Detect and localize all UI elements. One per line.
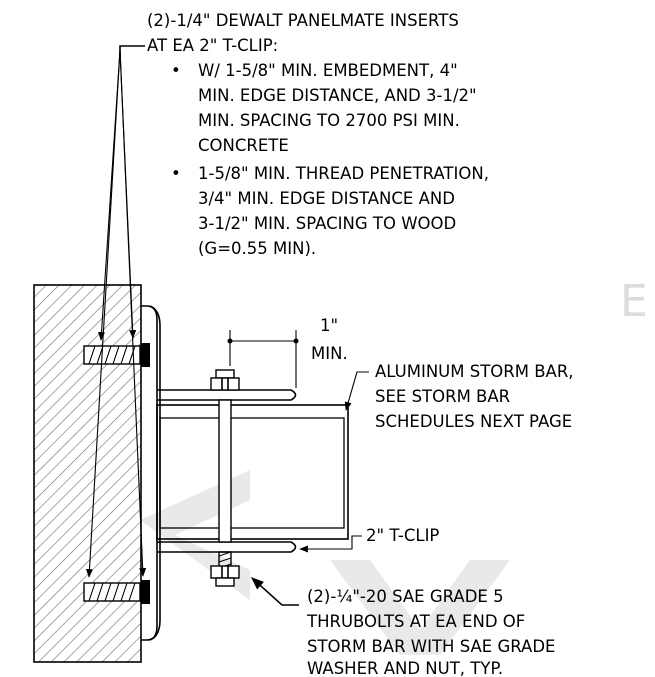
- watermark-letter: E: [620, 276, 648, 327]
- thrubolt-label-line4: WASHER AND NUT, TYP.: [307, 659, 503, 677]
- bullet2-line3: 3-1/2" MIN. SPACING TO WOOD: [198, 214, 456, 233]
- dimension-value: 1": [320, 316, 338, 335]
- thrubolt-label-line1: (2)-¼"-20 SAE GRADE 5: [307, 587, 504, 606]
- bullet1-line3: MIN. SPACING TO 2700 PSI MIN.: [198, 111, 460, 130]
- thrubolt-label-line2: THRUBOLTS AT EA END OF: [306, 612, 525, 631]
- dimension-unit: MIN.: [311, 344, 348, 363]
- storm-bar-label-line1: ALUMINUM STORM BAR,: [375, 362, 574, 381]
- storm-bar-section: [156, 404, 349, 540]
- bullet2-line2: 3/4" MIN. EDGE DISTANCE AND: [198, 189, 455, 208]
- bullet1-line1: W/ 1-5/8" MIN. EMBEDMENT, 4": [198, 61, 458, 80]
- t-clip: [141, 305, 297, 641]
- bullet2-line4: (G=0.55 MIN).: [198, 239, 316, 258]
- lower-insert: [83, 582, 141, 602]
- storm-bar-label-line2: SEE STORM BAR: [375, 387, 510, 406]
- storm-bar-label-line3: SCHEDULES NEXT PAGE: [375, 412, 572, 431]
- bullet1-line4: CONCRETE: [198, 136, 289, 155]
- bullet1-line2: MIN. EDGE DISTANCE, AND 3-1/2": [198, 86, 477, 105]
- lower-screw-head: [141, 580, 150, 604]
- upper-insert: [83, 345, 141, 365]
- thrubolt-callout: (2)-¼"-20 SAE GRADE 5 THRUBOLTS AT EA EN…: [251, 577, 555, 677]
- insert-leaders: [85, 45, 147, 578]
- wall-section: [33, 284, 142, 663]
- thrubolt: [210, 369, 240, 587]
- insert-notes: (2)-1/4" DEWALT PANELMATE INSERTS AT EA …: [147, 11, 489, 258]
- notes-heading-line1: (2)-1/4" DEWALT PANELMATE INSERTS: [147, 11, 459, 30]
- t-clip-callout: 2" T-CLIP: [299, 526, 439, 553]
- bullet2-line1: 1-5/8" MIN. THREAD PENETRATION,: [198, 164, 489, 183]
- upper-screw-head: [141, 343, 150, 367]
- dimension-1in-min: 1" MIN.: [227, 316, 348, 388]
- bullet-marker-1: •: [171, 61, 181, 80]
- t-clip-label: 2" T-CLIP: [366, 526, 439, 545]
- storm-bar-callout: ALUMINUM STORM BAR, SEE STORM BAR SCHEDU…: [344, 362, 574, 431]
- notes-heading-line2: AT EA 2" T-CLIP:: [147, 36, 278, 55]
- thrubolt-label-line3: STORM BAR WITH SAE GRADE: [307, 637, 555, 656]
- bullet-marker-2: •: [171, 164, 181, 183]
